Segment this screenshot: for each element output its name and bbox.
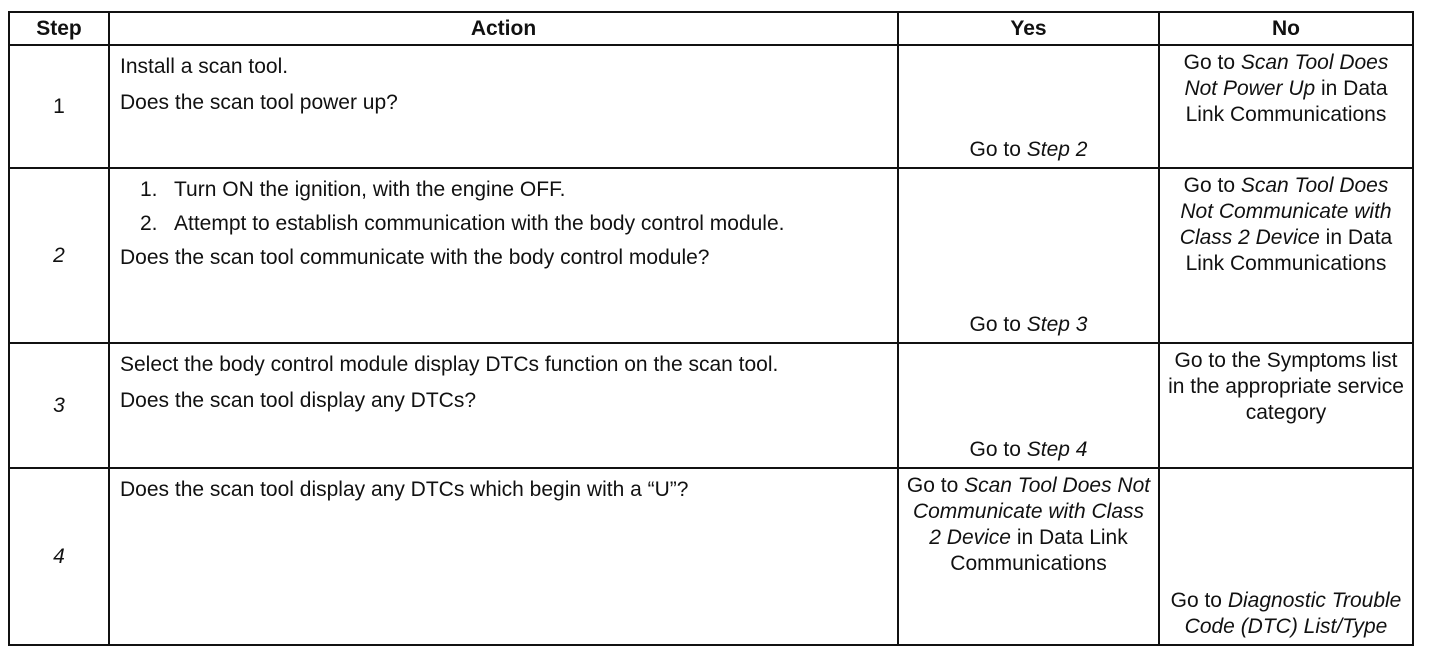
yes-text: Go to Step 2 bbox=[969, 138, 1088, 161]
header-row: Step Action Yes No bbox=[8, 11, 1414, 46]
yes-text: Go to Step 4 bbox=[969, 438, 1088, 461]
no-text: Go to Diagnostic Trouble Code (DTC) List… bbox=[1170, 589, 1402, 638]
no-cell: Go to Diagnostic Trouble Code (DTC) List… bbox=[1158, 467, 1414, 646]
action-cell: Select the body control module display D… bbox=[108, 342, 899, 469]
header-action: Action bbox=[108, 11, 899, 46]
header-yes: Yes bbox=[897, 11, 1160, 46]
action-question: Does the scan tool display any DTCs whic… bbox=[120, 478, 689, 501]
list-item: 2.Attempt to establish communication wit… bbox=[140, 212, 785, 235]
action-text: Select the body control module display D… bbox=[120, 353, 779, 376]
table-row: 4 Does the scan tool display any DTCs wh… bbox=[8, 467, 1414, 646]
table-row: 2 1.Turn ON the ignition, with the engin… bbox=[8, 167, 1414, 344]
action-cell: Does the scan tool display any DTCs whic… bbox=[108, 467, 899, 646]
yes-text: Go to Scan Tool Does Not Communicate wit… bbox=[906, 474, 1151, 575]
yes-text: Go to Step 3 bbox=[969, 313, 1088, 336]
reference-link[interactable]: Scan Tool Does Not Power Up bbox=[1184, 51, 1389, 100]
action-cell: 1.Turn ON the ignition, with the engine … bbox=[108, 167, 899, 344]
list-item: 1.Turn ON the ignition, with the engine … bbox=[140, 178, 566, 201]
reference-link[interactable]: Scan Tool Does Not Communicate with Clas… bbox=[912, 474, 1151, 549]
reference-link[interactable]: Diagnostic Trouble Code (DTC) List/Type bbox=[1184, 589, 1402, 638]
no-cell: Go to the Symptoms list in the appropria… bbox=[1158, 342, 1414, 469]
action-question: Does the scan tool communicate with the … bbox=[120, 246, 710, 269]
no-text: Go to Scan Tool Does Not Power Up in Dat… bbox=[1183, 51, 1389, 126]
yes-cell: Go to Scan Tool Does Not Communicate wit… bbox=[897, 467, 1160, 646]
step-number: 2 bbox=[8, 167, 110, 344]
action-steps-list: 1.Turn ON the ignition, with the engine … bbox=[120, 177, 887, 237]
step-number: 1 bbox=[8, 44, 110, 169]
table-row: 1 Install a scan tool. Does the scan too… bbox=[8, 44, 1414, 169]
step-number: 4 bbox=[8, 467, 110, 646]
header-step: Step bbox=[8, 11, 110, 46]
header-no: No bbox=[1158, 11, 1414, 46]
no-cell: Go to Scan Tool Does Not Communicate wit… bbox=[1158, 167, 1414, 344]
yes-cell: Go to Step 3 bbox=[897, 167, 1160, 344]
reference-link[interactable]: Scan Tool Does Not Communicate with Clas… bbox=[1179, 174, 1392, 249]
diagnostic-table: Step Action Yes No 1 Install a scan tool… bbox=[8, 11, 1414, 646]
action-question: Does the scan tool display any DTCs? bbox=[120, 389, 477, 412]
step-link[interactable]: Step 2 bbox=[1026, 138, 1088, 161]
step-number: 3 bbox=[8, 342, 110, 469]
yes-cell: Go to Step 4 bbox=[897, 342, 1160, 469]
step-link[interactable]: Step 4 bbox=[1026, 438, 1088, 461]
no-cell: Go to Scan Tool Does Not Power Up in Dat… bbox=[1158, 44, 1414, 169]
yes-cell: Go to Step 2 bbox=[897, 44, 1160, 169]
action-text: Install a scan tool. bbox=[120, 55, 289, 78]
table-row: 3 Select the body control module display… bbox=[8, 342, 1414, 469]
no-text: Go to Scan Tool Does Not Communicate wit… bbox=[1179, 174, 1393, 275]
action-cell: Install a scan tool. Does the scan tool … bbox=[108, 44, 899, 169]
no-text: Go to the Symptoms list in the appropria… bbox=[1168, 349, 1404, 424]
diagnostic-table-container: Step Action Yes No 1 Install a scan tool… bbox=[8, 11, 1414, 646]
action-question: Does the scan tool power up? bbox=[120, 91, 398, 114]
step-link[interactable]: Step 3 bbox=[1026, 313, 1088, 336]
